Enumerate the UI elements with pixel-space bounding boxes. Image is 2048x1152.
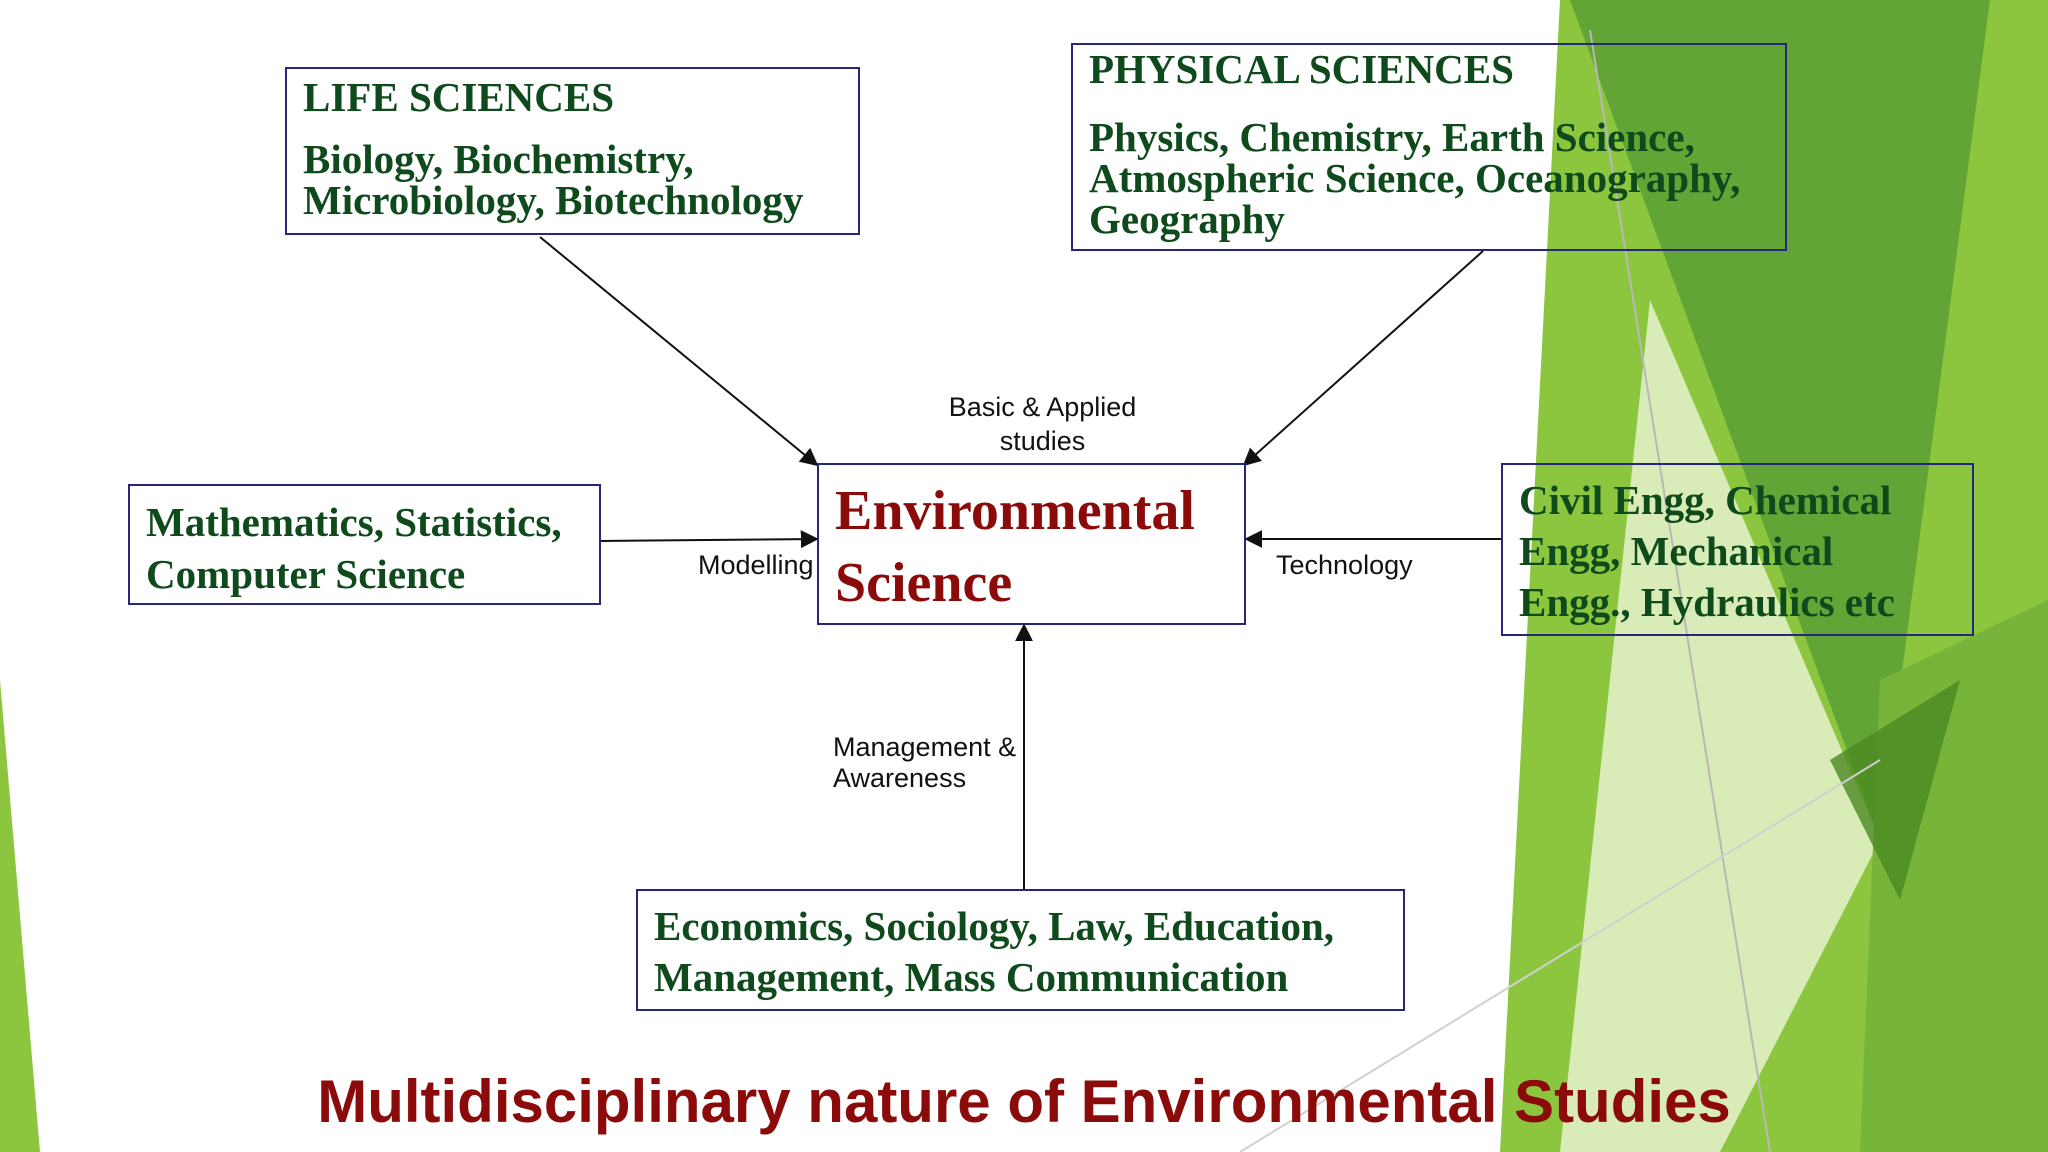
node-life-sciences-heading: LIFE SCIENCES [303,74,615,120]
left-green-wedge [0,680,40,1152]
right-green-panel-dark [1570,0,1990,840]
node-physical-sciences-heading: PHYSICAL SCIENCES [1089,46,1514,92]
edge-label-technology: Technology [1276,550,1413,580]
right-green-panel-pale [1560,300,1880,1152]
arrow-math-to-center [600,530,819,549]
node-engineering: Civil Engg, Chemical Engg, Mechanical En… [1501,463,1974,636]
edge-label-modelling: Modelling [698,550,814,580]
edge-label-basic-applied: Basic & Applied studies [948,392,1137,456]
node-physical-sciences-body: Physics, Chemistry, Earth Science, Atmos… [1089,114,1741,242]
decorative-line-2 [1239,759,1881,1152]
edge-label-management: Management & Awareness [833,732,1017,793]
node-environmental-science-label: Environmental Science [835,480,1195,614]
node-social-sciences-body: Economics, Sociology, Law, Education, Ma… [654,903,1335,1000]
node-mathematics: Mathematics, Statistics, Computer Scienc… [128,484,601,605]
node-engineering-body: Civil Engg, Chemical Engg, Mechanical En… [1519,477,1895,625]
node-mathematics-body: Mathematics, Statistics, Computer Scienc… [146,499,562,597]
node-life-sciences: LIFE SCIENCES Biology, Biochemistry, Mic… [285,67,860,235]
node-social-sciences: Economics, Sociology, Law, Education, Ma… [636,889,1405,1011]
node-environmental-science: Environmental Science [817,463,1246,625]
arrow-life-to-center [539,236,819,467]
slide-title: Multidisciplinary nature of Environmenta… [317,1068,1731,1135]
decorative-line-1 [1589,29,1771,1152]
node-life-sciences-body: Biology, Biochemistry, Microbiology, Bio… [303,136,804,223]
right-green-panel-deep [1830,680,1960,900]
arrow-physical-to-center [1242,250,1484,467]
node-physical-sciences: PHYSICAL SCIENCES Physics, Chemistry, Ea… [1071,43,1787,251]
